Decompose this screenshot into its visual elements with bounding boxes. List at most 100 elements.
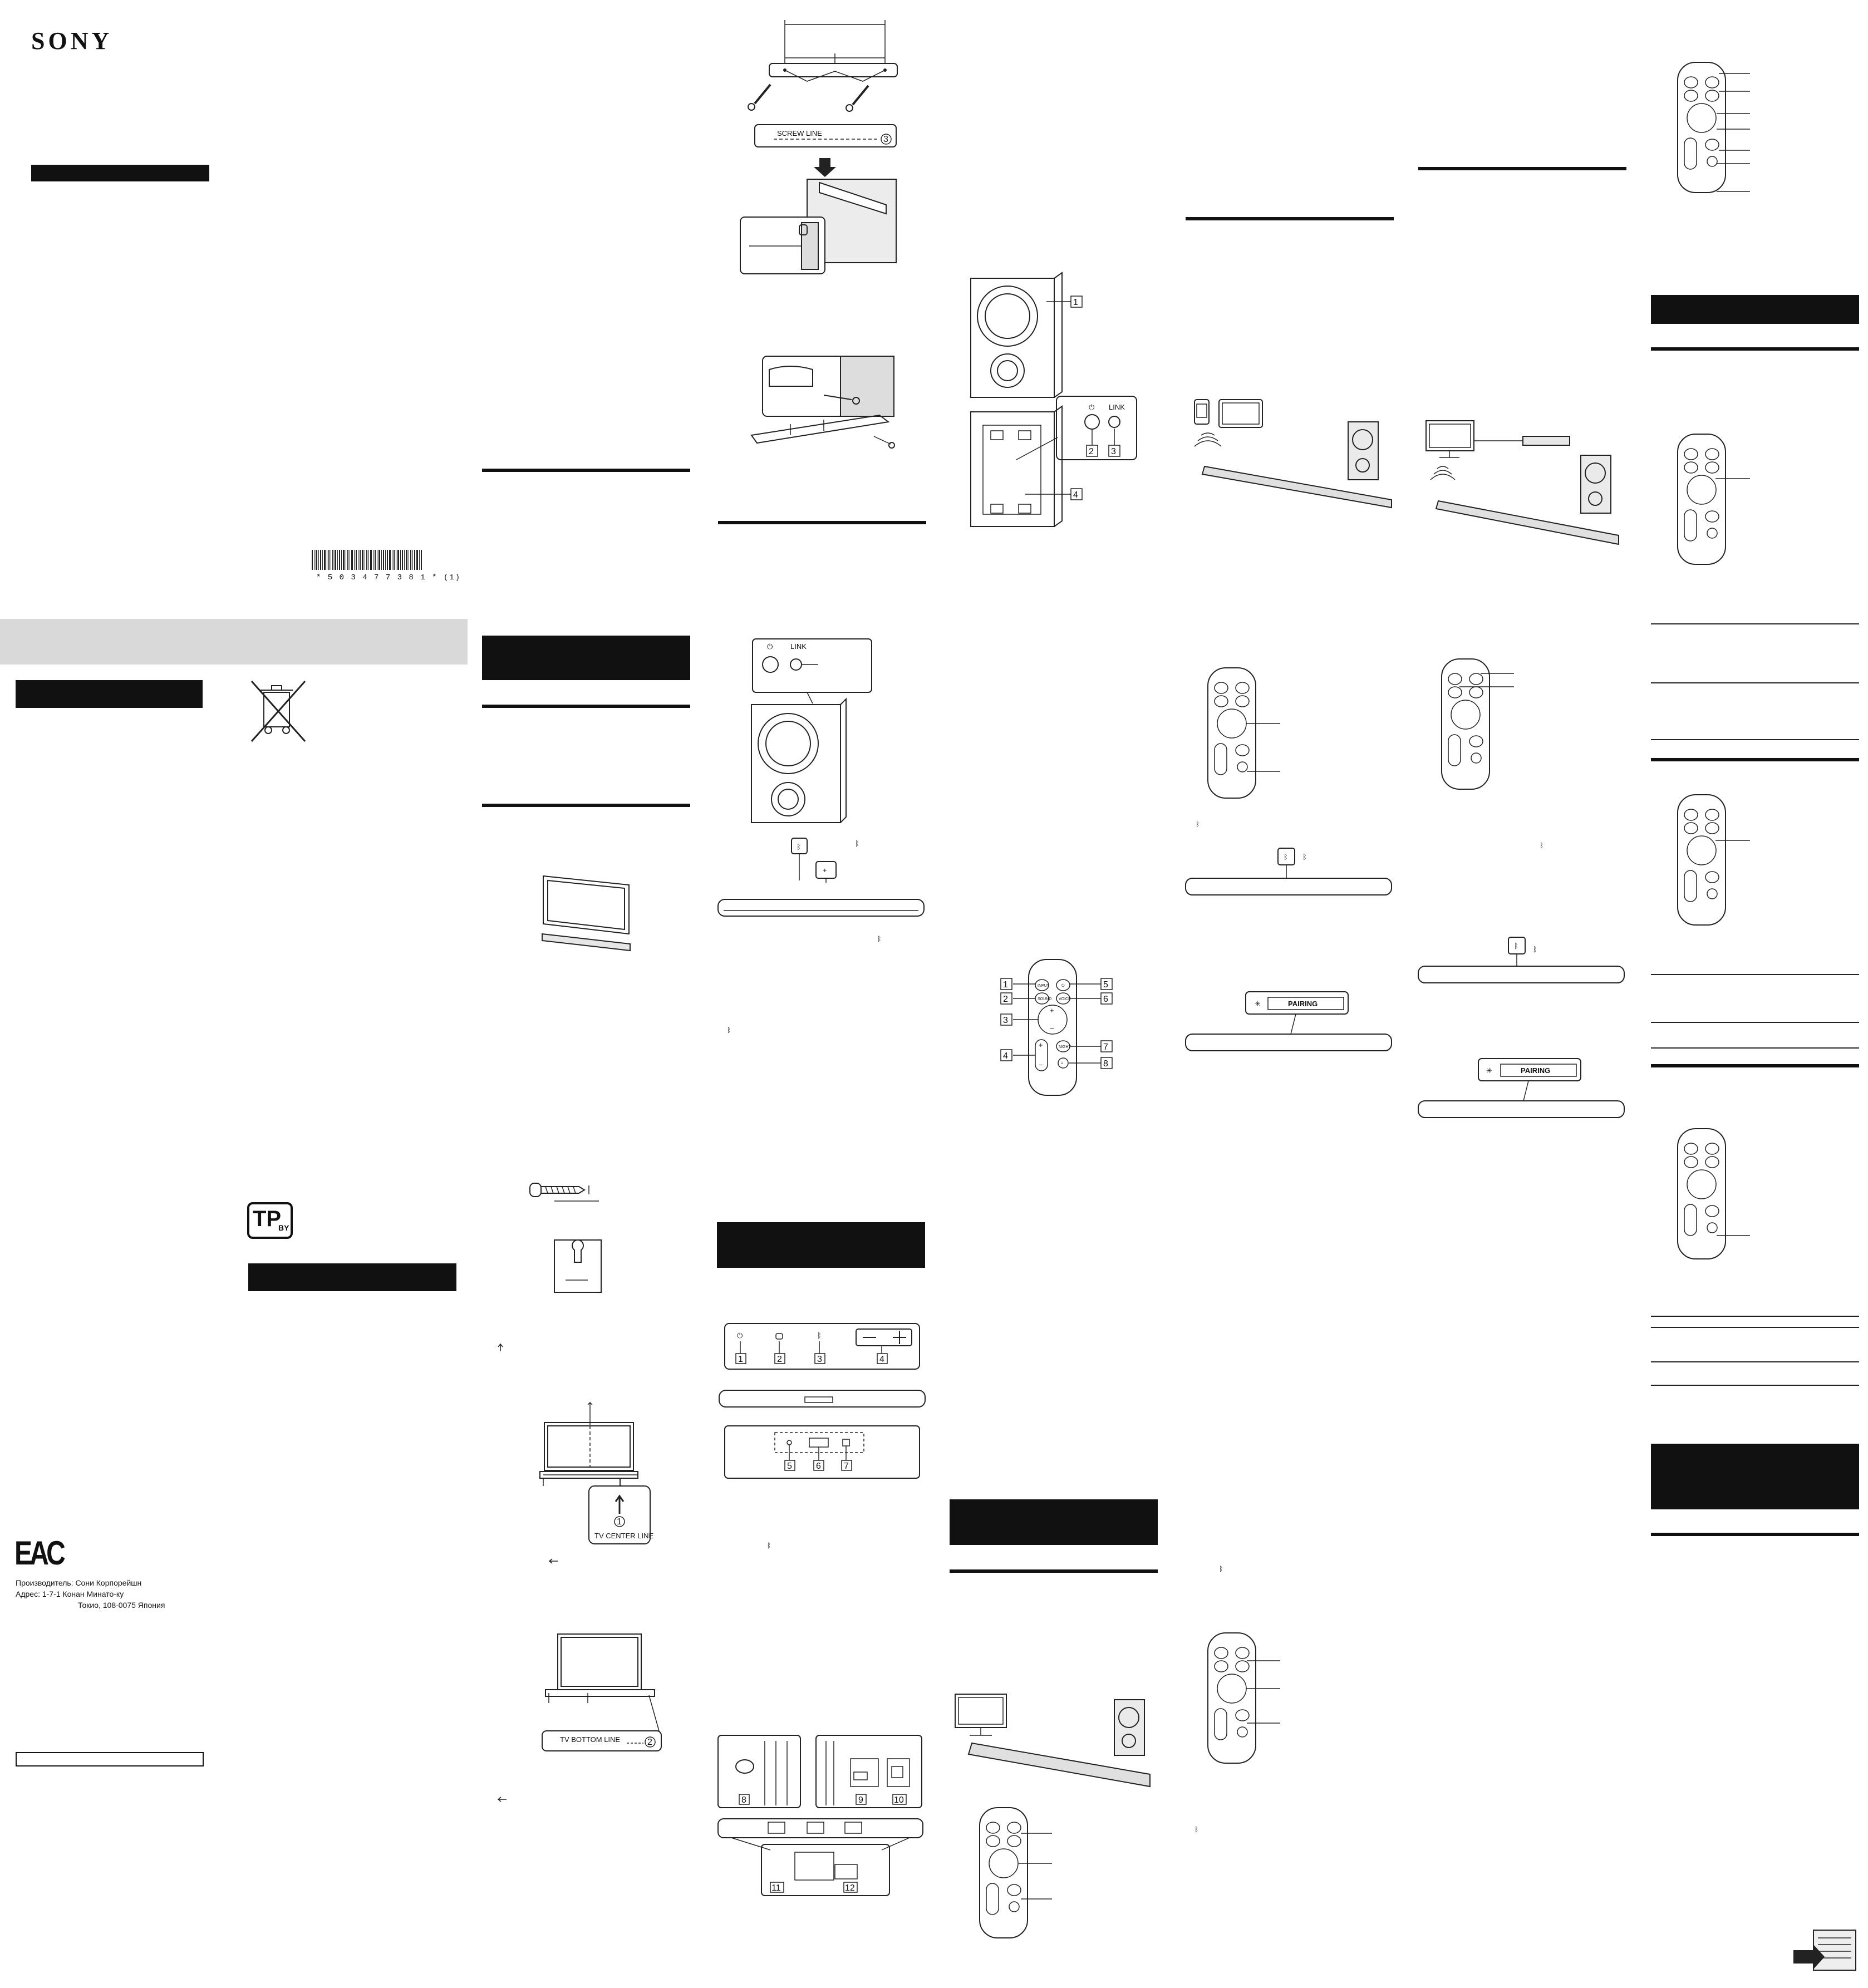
soundbar-pairing-c5: ✳ PAIRING: [1185, 991, 1392, 1051]
section-header-c4: [950, 1499, 1158, 1545]
tv-soundbar-sub-scene: [955, 1694, 1151, 1788]
tv-bottom-line-diagram: TV BOTTOM LINE 2: [542, 1633, 662, 1751]
wall-bracket-diagram: SCREW LINE 3: [740, 20, 898, 274]
bluetooth-icon-inline-2: ᛒ: [727, 1026, 731, 1034]
title-bar: [31, 165, 209, 181]
tp-badge: TP BY: [247, 1202, 293, 1239]
key-voice[interactable]: VOICE: [1059, 997, 1071, 1001]
key-input[interactable]: INPUT: [1038, 984, 1050, 988]
tv-with-soundbar-diagram: [542, 875, 631, 952]
tp-sub-text: BY: [278, 1223, 289, 1232]
section-header-c7: [1651, 295, 1859, 324]
callout-remote-3: 3: [1003, 1016, 1008, 1025]
bt-volume-callout: ᛒ ᛒ +: [791, 838, 859, 883]
section-header-c2: [482, 636, 690, 680]
subwoofer-front-back-diagram: 1 ⏻ LINK 2 3 4: [970, 272, 1137, 527]
grey-band: [0, 619, 468, 665]
callout-remote-6: 6: [1103, 995, 1108, 1004]
barcode: [312, 550, 422, 570]
callout-rear-10: 10: [894, 1795, 904, 1805]
bluetooth-icon-inline-1: ᛒ: [877, 935, 882, 943]
pairing-label-c6: PAIRING: [1521, 1066, 1550, 1075]
callout-rear-8: 8: [741, 1795, 746, 1805]
rule-c7-4: [1651, 1533, 1859, 1536]
tp-text: TP: [253, 1207, 282, 1231]
bluetooth-icon-small: ᛒ: [855, 839, 859, 848]
bluetooth-indicator-icon: ᛒ: [817, 1331, 822, 1340]
eac-mark: EAC: [14, 1534, 66, 1572]
screw-line-label: SCREW LINE: [777, 129, 822, 137]
section-header-left: [16, 680, 203, 708]
tv-center-line-diagram: 1 TV CENTER LINE: [539, 1401, 654, 1544]
link-label: LINK: [790, 642, 807, 651]
callout-rear-11: 11: [771, 1883, 781, 1893]
key-bass-plus[interactable]: +: [1039, 1041, 1043, 1049]
callout-3-screw: 3: [883, 135, 888, 144]
pairing-label-c5: PAIRING: [1288, 1000, 1318, 1008]
soundbar-bt-c5: ᛒ ᛒ: [1185, 848, 1392, 895]
callout-remote-8: 8: [1103, 1059, 1108, 1069]
remote-numbered-diagram: INPUT ⏻ SOUND VOICE +− +− NIGHT × 1 2 3 …: [1000, 959, 1113, 1096]
remote-bottom-c4: [979, 1807, 1052, 1938]
recycle-bin-crossed-icon: [250, 681, 306, 742]
section-header-c3: [717, 1222, 925, 1268]
bluetooth-icon-c5-small: ᛒ: [1302, 853, 1307, 861]
sony-logo: SONY: [31, 27, 113, 55]
key-power[interactable]: ⏻: [1061, 983, 1065, 988]
rule-c7-2: [1651, 758, 1859, 761]
rule-c2-1: [482, 469, 690, 472]
rule-c5-1: [1186, 217, 1394, 220]
plus-icon: +: [823, 866, 827, 874]
thin-rule-c7-7: [1651, 1316, 1859, 1317]
remote-c6: [1441, 658, 1514, 790]
arrow-down-icon: [814, 158, 836, 177]
bluetooth-icon-inline-7: ᛒ: [1540, 842, 1544, 849]
screw-diagram: [529, 1183, 602, 1293]
thin-rule-c7-5: [1651, 1022, 1859, 1023]
bluetooth-icon-inline-5: ᛒ: [1219, 1565, 1223, 1573]
key-sound-field[interactable]: SOUND: [1038, 997, 1051, 1001]
remote-c5: [1207, 667, 1280, 799]
rule-c2-3: [482, 804, 690, 807]
callout-front-4: 4: [879, 1355, 884, 1364]
bluetooth-icon-inline-3: ᛒ: [767, 1542, 771, 1549]
link-label-sub: LINK: [1109, 403, 1125, 411]
callout-sub-2: 2: [1089, 447, 1094, 456]
remote-c5-lower: [1207, 1632, 1280, 1764]
callout-front-6: 6: [816, 1462, 821, 1471]
pdf-doc-icon: [1793, 1930, 1856, 1971]
tv-bottom-line-label: TV BOTTOM LINE: [560, 1735, 620, 1744]
key-night[interactable]: NIGHT: [1059, 1045, 1071, 1049]
callout-sub-1: 1: [1073, 298, 1078, 307]
callout-front-2: 2: [777, 1355, 782, 1364]
thin-rule-c7-8: [1651, 1327, 1859, 1328]
key-vol-minus[interactable]: −: [1050, 1024, 1054, 1032]
rule-c7-3: [1651, 1064, 1859, 1067]
bluetooth-icon: ᛒ: [797, 843, 801, 851]
power-icon-sub: ⏻: [1089, 403, 1094, 411]
callout-front-3: 3: [817, 1355, 822, 1364]
thin-rule-c7-2: [1651, 682, 1859, 683]
bluetooth-icon-inline-4: ᛒ: [1196, 820, 1200, 828]
arrow-up-icon: [498, 1343, 503, 1351]
power-indicator-icon: ⏻: [737, 1331, 743, 1340]
tv-player-soundbar-scene: [1425, 420, 1619, 545]
pairing-blink-icon: ✳: [1255, 1000, 1261, 1008]
thin-rule-c7-1: [1651, 623, 1859, 624]
thin-rule-c7-9: [1651, 1361, 1859, 1362]
tv-center-line-label: TV CENTER LINE: [594, 1532, 654, 1540]
section-header-2: [248, 1263, 456, 1291]
rule-c6-1: [1418, 167, 1626, 170]
pairing-blink-icon-c6: ✳: [1486, 1066, 1492, 1075]
bluetooth-icon-inline-6: ᛒ: [1194, 1825, 1199, 1833]
key-vol-plus[interactable]: +: [1050, 1006, 1054, 1015]
empty-box: [16, 1752, 204, 1766]
remote-c7-4: [1677, 1128, 1750, 1259]
callout-remote-7: 7: [1103, 1042, 1108, 1052]
phone-tablet-soundbar-scene: [1194, 399, 1392, 509]
subwoofer-link-diagram: ⏻ LINK: [751, 638, 872, 823]
key-mute[interactable]: ×: [1061, 1062, 1063, 1066]
bluetooth-icon-c5: ᛒ: [1284, 853, 1288, 861]
key-bass-minus[interactable]: −: [1039, 1061, 1043, 1069]
